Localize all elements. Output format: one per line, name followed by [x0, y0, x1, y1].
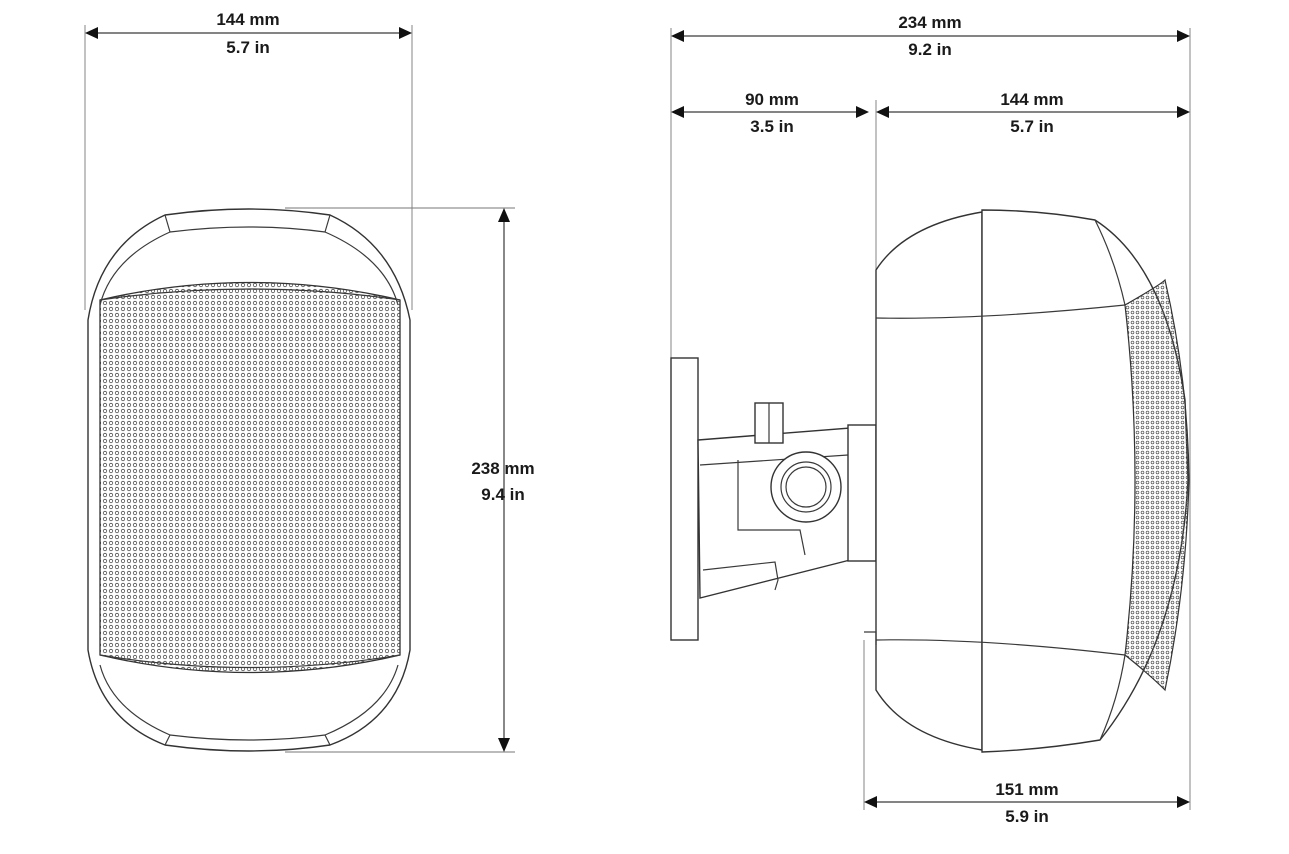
mounting-block — [847, 424, 877, 562]
cabinet-depth-in: 5.7 in — [1010, 117, 1053, 136]
front-grille — [99, 281, 401, 674]
front-width-mm: 144 mm — [216, 10, 279, 29]
bottom-depth-mm: 151 mm — [995, 780, 1058, 799]
front-height-mm: 238 mm — [471, 459, 534, 478]
cabinet-depth-mm: 144 mm — [1000, 90, 1063, 109]
bottom-depth-in: 5.9 in — [1005, 807, 1048, 826]
total-depth-mm: 234 mm — [898, 13, 961, 32]
bracket-depth-in: 3.5 in — [750, 117, 793, 136]
total-depth-in: 9.2 in — [908, 40, 951, 59]
wall-plate — [670, 357, 699, 641]
front-height-in: 9.4 in — [481, 485, 524, 504]
front-width-in: 5.7 in — [226, 38, 269, 57]
bracket-depth-mm: 90 mm — [745, 90, 799, 109]
cabinet-rear — [875, 211, 983, 751]
front-view: 144 mm 5.7 in 238 mm 9.4 in — [84, 10, 535, 753]
side-view: 234 mm 9.2 in 90 mm 3.5 in 144 mm 5.7 in… — [670, 13, 1191, 826]
side-grille — [1124, 278, 1190, 692]
